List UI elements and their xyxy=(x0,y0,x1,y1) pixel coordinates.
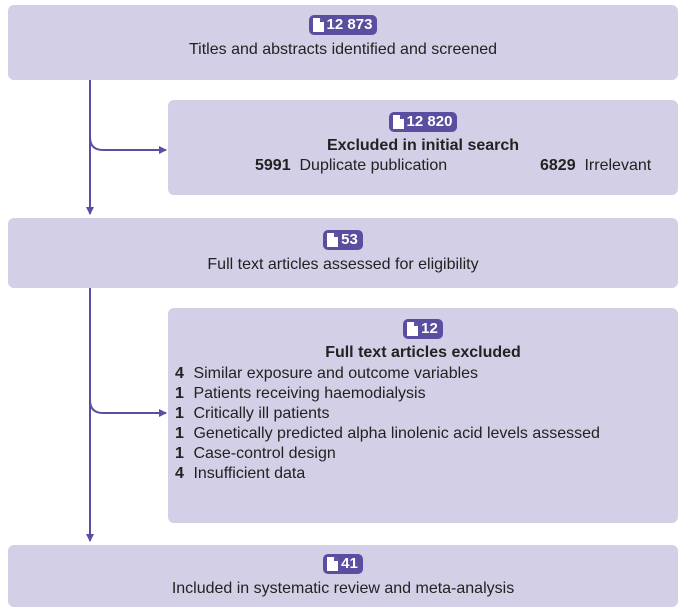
assessed-box: 53 Full text articles assessed for eligi… xyxy=(8,218,678,288)
included-text: Included in systematic review and meta-a… xyxy=(171,580,515,597)
reason-label: Case-control design xyxy=(193,445,336,462)
exclusion-reasons-list: 4 Similar exposure and outcome variables… xyxy=(168,364,678,484)
list-item: 4 Similar exposure and outcome variables xyxy=(175,364,678,384)
list-item: 1 Case-control design xyxy=(175,444,678,464)
included-count: 41 xyxy=(341,555,358,572)
excluded-fulltext-count: 12 xyxy=(421,320,438,337)
reason-label: Patients receiving haemodialysis xyxy=(193,385,426,402)
connector-branch xyxy=(89,136,167,154)
reason-count: 4 xyxy=(175,365,184,382)
identified-text: Titles and abstracts identified and scre… xyxy=(188,41,498,58)
reason-label: Critically ill patients xyxy=(193,405,330,422)
list-item: 1 Genetically predicted alpha linolenic … xyxy=(175,424,678,444)
reason-count: 5991 xyxy=(255,157,291,174)
document-icon xyxy=(407,322,419,336)
excluded-initial-reasons: 5991 Duplicate publication 6829 Irreleva… xyxy=(168,157,678,177)
document-icon xyxy=(392,115,404,129)
connector-branch xyxy=(89,399,167,417)
document-icon xyxy=(312,18,324,32)
excluded-initial-box: 12 820 Excluded in initial search 5991 D… xyxy=(168,100,678,195)
reason-item: 6829 Irrelevant xyxy=(540,157,651,175)
reason-label: Irrelevant xyxy=(584,157,652,174)
excluded-fulltext-box: 12 Full text articles excluded 4 Similar… xyxy=(168,308,678,523)
reason-count: 4 xyxy=(175,465,184,482)
record-count-badge: 41 xyxy=(323,554,363,574)
reason-count: 6829 xyxy=(540,157,576,174)
reason-item: 5991 Duplicate publication xyxy=(255,157,447,175)
reason-label: Duplicate publication xyxy=(299,157,448,174)
reason-label: Insufficient data xyxy=(193,465,306,482)
reason-count: 1 xyxy=(175,425,184,442)
record-count-badge: 12 xyxy=(403,319,443,339)
record-count-badge: 53 xyxy=(323,230,363,250)
excluded-initial-count: 12 820 xyxy=(406,113,453,130)
assessed-text: Full text articles assessed for eligibil… xyxy=(207,256,479,273)
reason-count: 1 xyxy=(175,385,184,402)
included-box: 41 Included in systematic review and met… xyxy=(8,545,678,607)
reason-count: 1 xyxy=(175,445,184,462)
excluded-fulltext-heading: Full text articles excluded xyxy=(325,344,521,361)
list-item: 4 Insufficient data xyxy=(175,464,678,484)
document-icon xyxy=(327,233,339,247)
document-icon xyxy=(327,557,339,571)
record-count-badge: 12 820 xyxy=(388,112,458,132)
identified-box: 12 873 Titles and abstracts identified a… xyxy=(8,5,678,80)
reason-label: Genetically predicted alpha linolenic ac… xyxy=(193,425,600,442)
list-item: 1 Critically ill patients xyxy=(175,404,678,424)
record-count-badge: 12 873 xyxy=(308,15,378,35)
identified-count: 12 873 xyxy=(326,16,373,33)
reason-count: 1 xyxy=(175,405,184,422)
list-item: 1 Patients receiving haemodialysis xyxy=(175,384,678,404)
excluded-initial-heading: Excluded in initial search xyxy=(326,137,520,154)
assessed-count: 53 xyxy=(341,231,358,248)
reason-label: Similar exposure and outcome variables xyxy=(193,365,479,382)
